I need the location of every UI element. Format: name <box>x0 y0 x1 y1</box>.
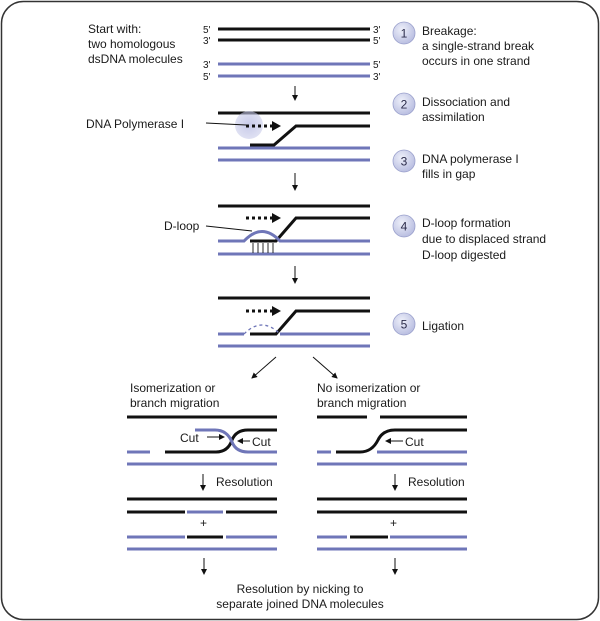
final-caption-line1: Resolution by nicking to <box>237 582 364 596</box>
step-4-number: 4 <box>401 220 408 234</box>
branch-right-line1: No isomerization or <box>317 381 420 395</box>
end-label-3-second-left: 3' <box>203 36 211 47</box>
polymerase-label: DNA Polymerase I <box>86 117 184 131</box>
left-cut-label-1: Cut <box>180 431 199 445</box>
left-cut-label-2: Cut <box>252 435 271 449</box>
diag-arrow-right <box>312 356 338 379</box>
end-label-5-blue2-left: 5' <box>203 72 211 83</box>
step2-dotted-arrowhead <box>272 121 281 131</box>
right-cut-label: Cut <box>405 435 424 449</box>
step-3-line2: fills in gap <box>422 167 476 181</box>
step-1-circle <box>392 21 416 45</box>
digested-loop-dashed <box>243 324 281 335</box>
diag-arrow-left <box>251 356 277 379</box>
start-label-line3: dsDNA molecules <box>88 52 183 66</box>
step-5-circle <box>392 312 416 336</box>
end-label-3-blue1-left: 3' <box>203 60 211 71</box>
step-1-line2: a single-strand break <box>422 39 535 53</box>
step-1-line1: Breakage: <box>422 24 477 38</box>
start-label-line2: two homologous <box>88 37 175 51</box>
right-hj-black-cross <box>336 428 467 454</box>
right-resolution-label: Resolution <box>408 475 465 489</box>
start-label-line1: Start with: <box>88 22 141 36</box>
step2-invading-strand <box>250 124 370 147</box>
step-3-number: 3 <box>401 155 408 169</box>
step-5-number: 5 <box>401 318 408 332</box>
dloop-pointer <box>205 225 253 232</box>
step4-dotted-arrowhead <box>272 213 281 223</box>
left-hj-blue-cross <box>195 428 277 454</box>
right-plus-sign: + <box>390 516 397 530</box>
branch-left-line1: Isomerization or <box>130 381 215 395</box>
left-plus-sign: + <box>200 516 207 530</box>
step-2-line2: assimilation <box>422 110 485 124</box>
end-label-5-top-left: 5' <box>203 25 211 36</box>
step-1-line3: occurs in one strand <box>422 54 530 68</box>
step-2-number: 2 <box>401 98 408 112</box>
end-label-5-blue1-right: 5' <box>373 60 381 71</box>
step-5-line1: Ligation <box>422 319 464 333</box>
step5-invading-strand <box>250 309 370 336</box>
step-4-line1: D-loop formation <box>422 216 511 230</box>
final-caption-line2: separate joined DNA molecules <box>216 597 383 611</box>
branch-left-line2: branch migration <box>130 396 219 410</box>
end-label-3-top-right: 3' <box>373 25 381 36</box>
step4-invading-strand <box>250 216 370 243</box>
step-1-number: 1 <box>401 27 408 41</box>
step-3-circle <box>392 149 416 173</box>
end-label-5-second-right: 5' <box>373 36 381 47</box>
dloop-label: D-loop <box>164 219 200 233</box>
dloop-blue-strand <box>218 230 370 243</box>
step-4-line2: due to displaced strand <box>422 232 546 246</box>
step-4-line3: D-loop digested <box>422 248 506 262</box>
step5-dotted-arrowhead <box>272 306 281 316</box>
step-3-line1: DNA polymerase I <box>422 152 519 166</box>
polymerase-pointer <box>205 122 247 126</box>
branch-right-line2: branch migration <box>317 396 406 410</box>
step-2-line1: Dissociation and <box>422 95 510 109</box>
end-label-3-blue2-right: 3' <box>373 72 381 83</box>
left-resolution-label: Resolution <box>216 475 273 489</box>
step-4-circle <box>392 214 416 238</box>
step-2-circle <box>392 92 416 116</box>
